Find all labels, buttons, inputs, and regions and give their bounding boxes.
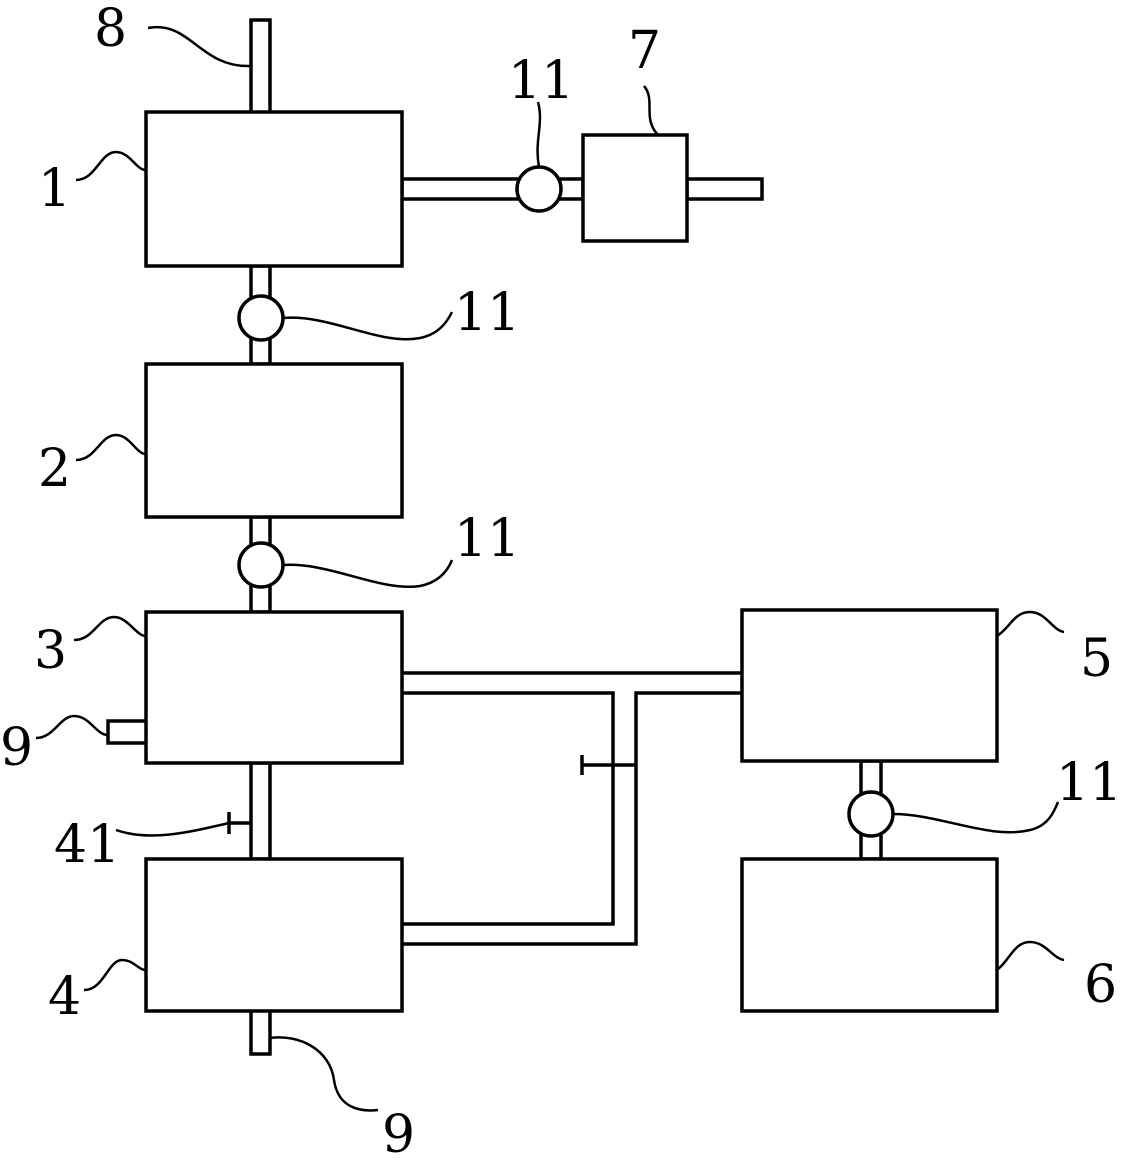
- leader-6: [996, 940, 1065, 971]
- pipe-3-4-inner: [402, 691, 615, 926]
- leader-5: [996, 610, 1065, 638]
- valve-1-2: [237, 294, 285, 342]
- label-1: 1: [38, 159, 71, 219]
- label-6: 6: [1084, 955, 1117, 1015]
- label-11-valve-1-7: 11: [508, 51, 574, 111]
- valve-5-6: [847, 790, 895, 838]
- label-3: 3: [34, 621, 67, 681]
- label-11-valve-2-3: 11: [454, 509, 520, 569]
- valve-2-3: [237, 541, 285, 589]
- leader-1: [75, 150, 147, 182]
- label-8: 8: [94, 0, 127, 59]
- label-9-left: 9: [0, 718, 33, 778]
- box-3: [144, 610, 404, 765]
- label-11-valve-1-2: 11: [454, 283, 520, 343]
- label-5: 5: [1080, 629, 1113, 689]
- leader-7: [642, 85, 659, 136]
- label-9-bottom: 9: [382, 1105, 415, 1160]
- leader-9-left: [35, 714, 109, 740]
- label-7: 7: [628, 21, 661, 81]
- box-5: [740, 608, 999, 763]
- box-6: [740, 857, 999, 1013]
- outlet-pipe-9-bottom: [249, 1011, 272, 1056]
- inlet-pipe-8: [249, 18, 272, 112]
- box-1: [144, 110, 404, 268]
- leader-11-valve-1-2: [282, 311, 454, 341]
- outlet-stub-9-left: [106, 719, 146, 745]
- label-4: 4: [48, 967, 81, 1027]
- leader-2: [75, 433, 147, 462]
- leader-8: [147, 25, 252, 68]
- label-41: 41: [54, 815, 120, 875]
- pipe-7-out: [685, 177, 764, 201]
- leader-11-valve-5-6: [892, 801, 1060, 834]
- pipe-3-4: [249, 761, 272, 861]
- pipe-4-5-outer: [402, 691, 742, 946]
- label-11-valve-5-6: 11: [1056, 753, 1122, 813]
- leader-3: [73, 615, 147, 642]
- leader-11-valve-2-3: [282, 559, 454, 589]
- box-7: [581, 133, 689, 243]
- leader-4: [83, 958, 147, 992]
- box-2: [144, 362, 404, 519]
- box-4: [144, 857, 404, 1013]
- leader-41: [115, 821, 230, 837]
- valve-1-7: [515, 165, 563, 213]
- leader-11-valve-1-7: [536, 101, 542, 168]
- leader-9-bottom: [269, 1036, 379, 1112]
- label-2: 2: [38, 439, 71, 499]
